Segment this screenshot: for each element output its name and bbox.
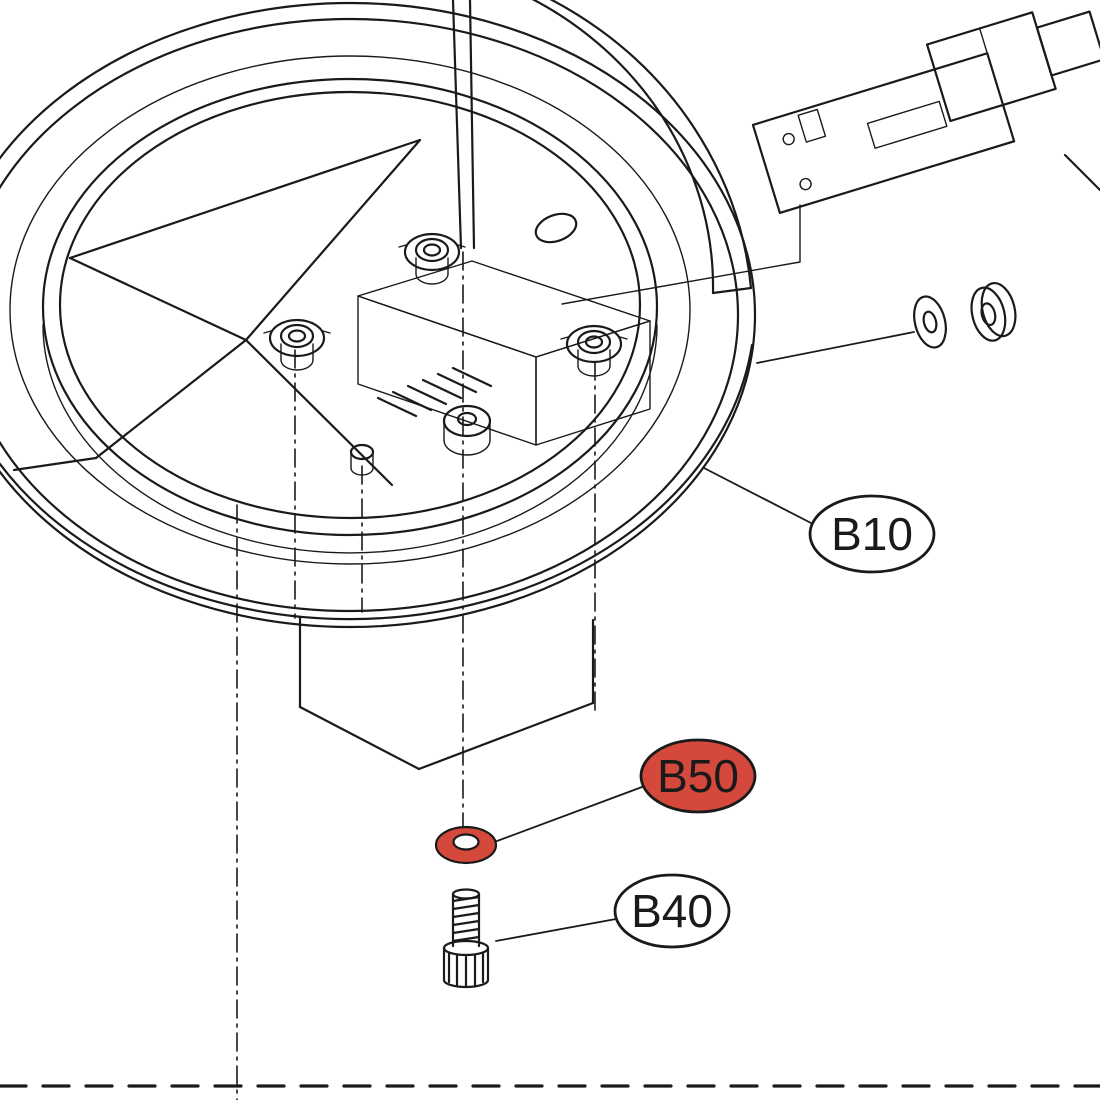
outer-ring-assembly [0,1,756,629]
knurled-screw-b40 [442,888,490,989]
center-lines [236,251,596,1100]
offpage-leader-line [1063,153,1100,192]
flat-washer-b50 [434,825,498,865]
screw-grommet-left [263,318,331,371]
callout-b10-label: B10 [831,508,913,560]
callout-b10[interactable]: B10 [703,467,936,574]
callout-b50[interactable]: B50 [496,738,757,842]
pcb-connector-board [751,10,1100,214]
screw-knurling [447,952,485,989]
bracket-hatching [376,366,493,418]
standoff-center [442,404,492,456]
pcb-leader-line [561,204,801,305]
inner-bracket [357,212,651,446]
callout-b40[interactable]: B40 [495,873,731,949]
ring-bottom-thickness-edge [0,343,754,621]
callout-b40-label: B40 [631,885,713,937]
screw-grommet-right [560,324,628,377]
washer-and-nut-pair [756,281,1017,364]
ring-inner-bottom-edge [42,324,658,554]
projection-lines [298,615,595,771]
screw-grommet-top [398,232,466,285]
screw-threads [451,895,481,943]
coil-band [531,0,753,295]
callout-b50-label: B50 [657,750,739,802]
shaft-lines [451,0,476,250]
plate-oval-hole [534,212,578,244]
interior-blades [12,138,422,487]
